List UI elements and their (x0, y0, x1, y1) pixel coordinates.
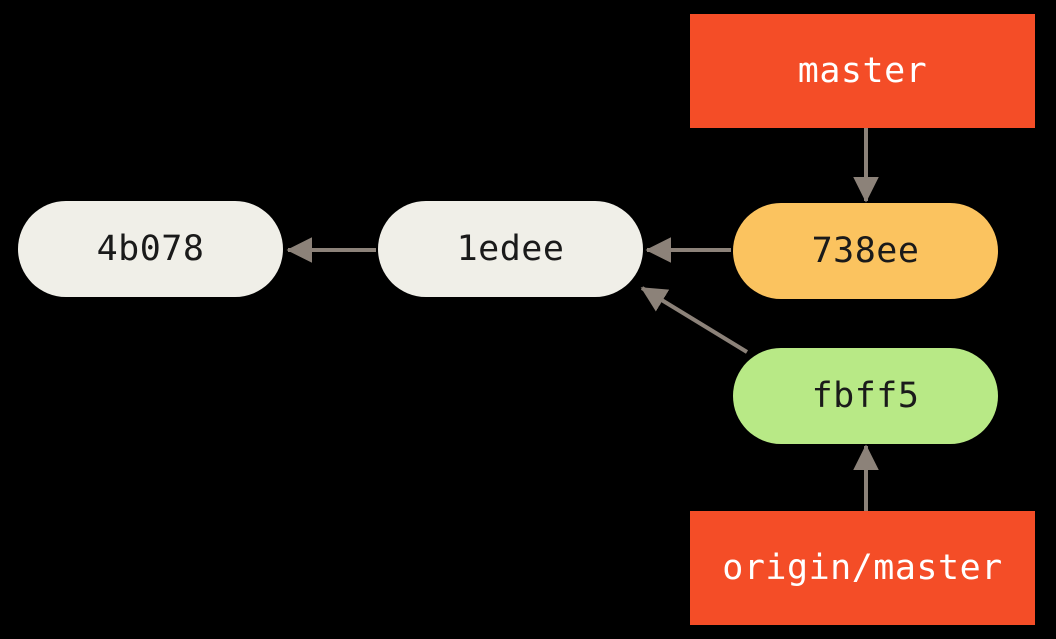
branch-label-origin-master-text: origin/master (722, 548, 1003, 588)
commit-node-738ee[interactable]: 738ee (733, 203, 998, 299)
branch-label-master-text: master (797, 51, 928, 91)
commit-node-738ee-label: 738ee (811, 231, 920, 271)
commit-node-4b078[interactable]: 4b078 (18, 201, 283, 297)
commit-node-1edee-label: 1edee (456, 229, 565, 269)
commit-node-fbff5[interactable]: fbff5 (733, 348, 998, 444)
commit-node-fbff5-label: fbff5 (811, 376, 920, 416)
commit-node-1edee[interactable]: 1edee (378, 201, 643, 297)
branch-label-origin-master[interactable]: origin/master (690, 511, 1035, 625)
edge-fbff5-to-1edee (640, 286, 749, 354)
branch-label-master[interactable]: master (690, 14, 1035, 128)
commit-node-4b078-label: 4b078 (96, 229, 205, 269)
